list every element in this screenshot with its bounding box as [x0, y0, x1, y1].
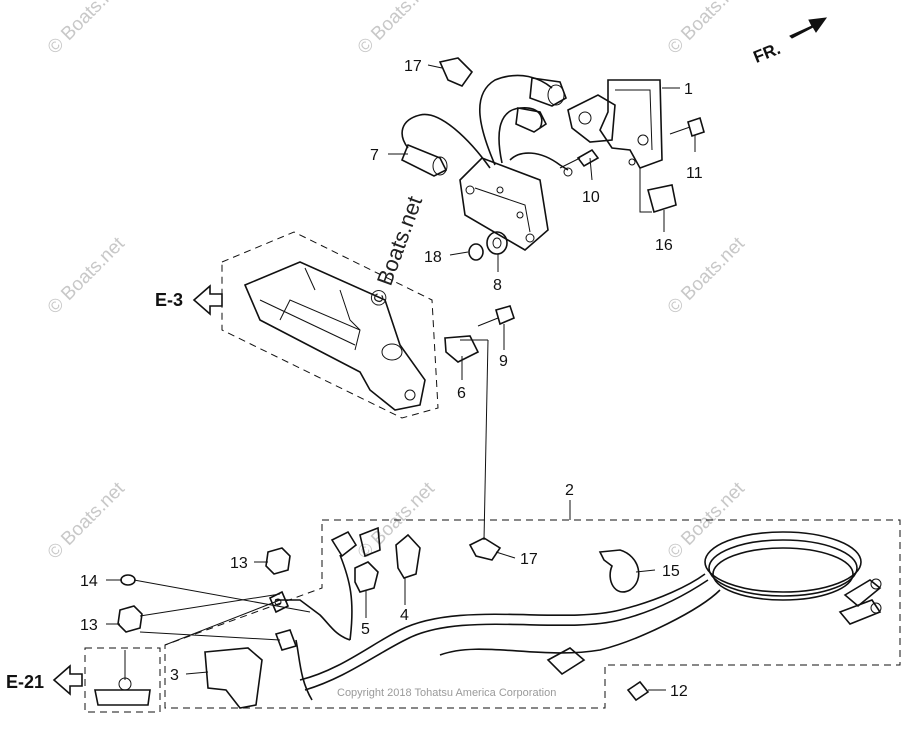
callouts: 1 2 3 4 5 6 7 8 9 10 11 12 13 13 14 15 1…	[80, 58, 703, 700]
callout-18: 18	[424, 249, 442, 266]
callout-8: 8	[493, 277, 502, 294]
callout-13: 13	[80, 617, 98, 634]
battery-cable-section	[52, 519, 901, 713]
ref-label-e21: E-21	[6, 672, 44, 692]
callout-11: 11	[686, 165, 703, 182]
watermark: © Boats.net	[664, 478, 750, 564]
callout-13: 13	[230, 555, 248, 572]
reference-labels: E-3 E-21	[6, 290, 183, 692]
watermark: © Boats.net	[44, 233, 130, 319]
watermark-center: © Boats.net	[364, 193, 427, 310]
watermark: © Boats.net	[354, 0, 440, 59]
callout-17: 17	[404, 58, 422, 75]
callout-4: 4	[400, 607, 409, 624]
callout-14: 14	[80, 573, 98, 590]
callout-6: 6	[457, 385, 466, 402]
watermark: © Boats.net	[664, 233, 750, 319]
callout-15: 15	[662, 563, 680, 580]
callout-12: 12	[670, 683, 688, 700]
callout-5: 5	[361, 621, 370, 638]
callout-2: 2	[565, 482, 574, 499]
ref-label-e3: E-3	[155, 290, 183, 310]
front-label: FR.	[751, 39, 784, 67]
callout-10: 10	[582, 189, 600, 206]
front-arrow-icon	[789, 17, 828, 39]
callout-17: 17	[520, 551, 538, 568]
watermark: © Boats.net	[44, 478, 130, 564]
top-wiring-assembly	[400, 57, 705, 261]
callout-9: 9	[499, 353, 508, 370]
leader-lines	[106, 64, 696, 691]
watermark-layer: © Boats.net © Boats.net © Boats.net © Bo…	[44, 0, 750, 564]
watermark: © Boats.net	[44, 0, 130, 59]
watermark: © Boats.net	[664, 0, 750, 59]
callout-7: 7	[370, 147, 379, 164]
callout-1: 1	[684, 81, 693, 98]
copyright-notice: Copyright 2018 Tohatsu America Corporati…	[337, 687, 556, 699]
callout-3: 3	[170, 667, 179, 684]
front-direction-indicator: FR.	[751, 17, 828, 67]
engine-bracket-section	[192, 231, 515, 419]
callout-16: 16	[655, 237, 673, 254]
